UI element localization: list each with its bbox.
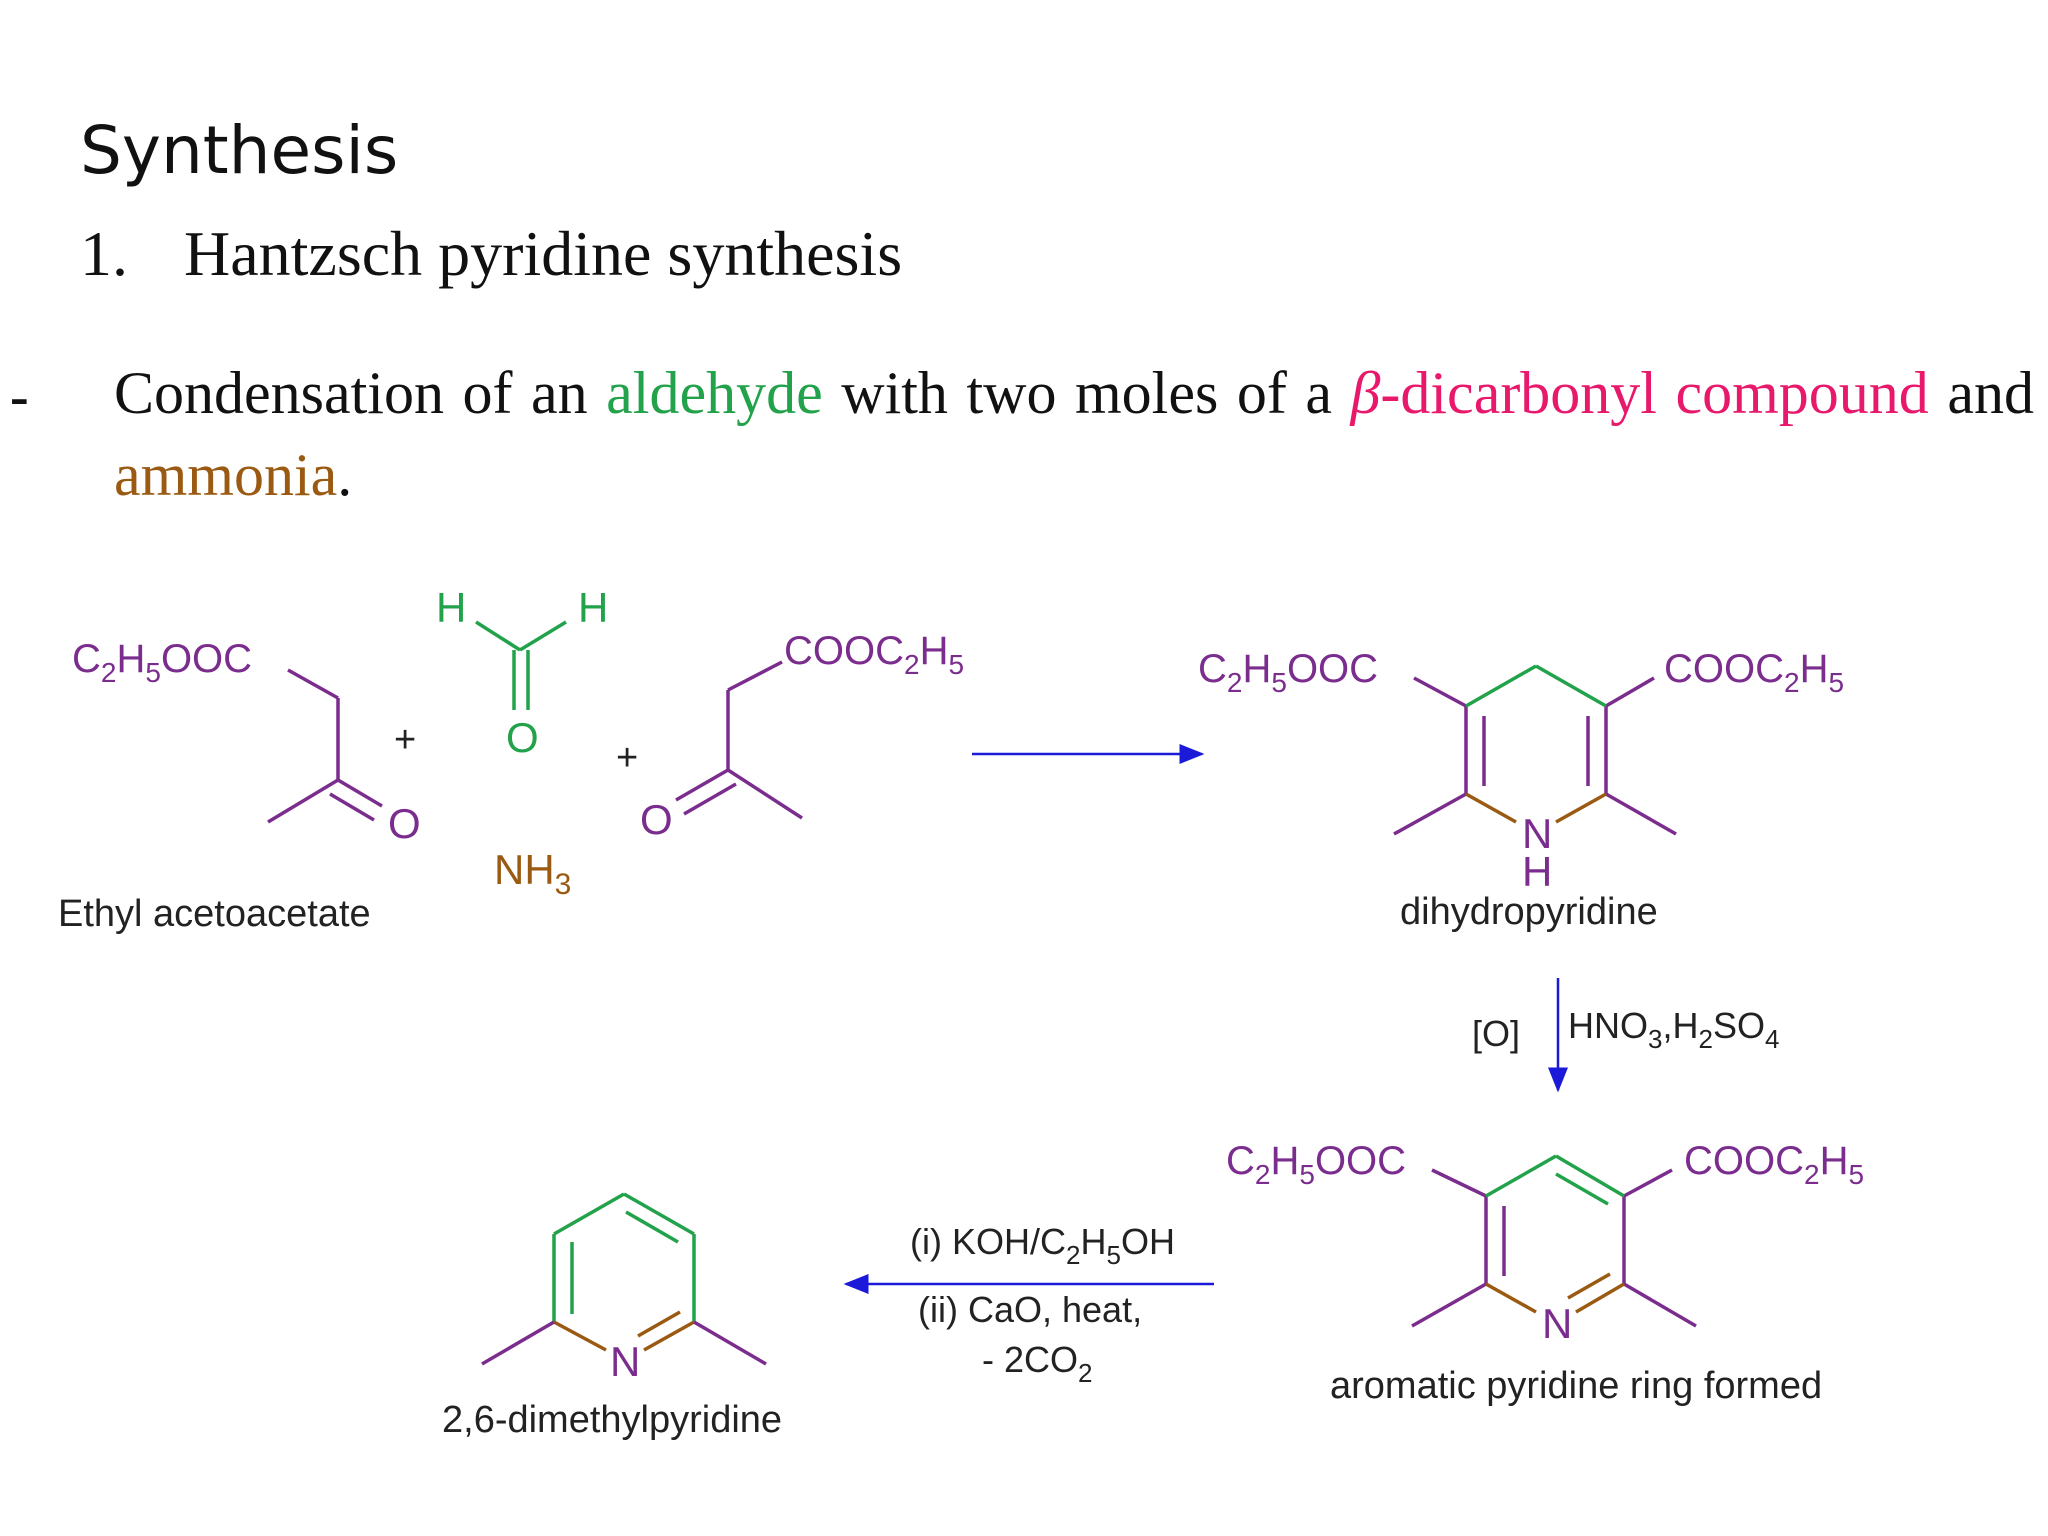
dhp-label: dihydropyridine bbox=[1400, 891, 1658, 933]
aldehyde-oxygen: O bbox=[506, 714, 539, 761]
reactant2-ester-group: COOC2H5 bbox=[784, 629, 964, 680]
aldehyde-h-right: H bbox=[578, 584, 608, 631]
desc-ammonia: ammonia bbox=[114, 442, 338, 508]
arom-brown-bonds bbox=[1485, 1272, 1625, 1314]
reactant-ethyl-acetoacetate: C2H5OOC O Ethyl acetoacetate bbox=[58, 637, 421, 935]
reactant1-bonds bbox=[267, 668, 383, 824]
dhp-nitrogen: N bbox=[1522, 810, 1552, 857]
decarb-step2: (ii) CaO, heat, bbox=[918, 1289, 1142, 1330]
reactant2-oxygen: O bbox=[640, 796, 673, 843]
arom-label: aromatic pyridine ring formed bbox=[1330, 1365, 1822, 1407]
oxidation-reagent: [O] bbox=[1472, 1013, 1520, 1054]
reactant1-oxygen: O bbox=[388, 800, 421, 847]
desc-end: . bbox=[337, 442, 353, 508]
product-dimethylpyridine-structure: N 2,6-dimethylpyridine bbox=[442, 1192, 782, 1441]
oxidation-conditions: HNO3,H2SO4 bbox=[1568, 1005, 1779, 1054]
plus-sign-2: + bbox=[616, 737, 638, 779]
slide-title: Synthesis bbox=[80, 112, 399, 189]
ammonia-formula: NH3 bbox=[494, 846, 571, 901]
product-methyl-bonds bbox=[481, 1320, 767, 1366]
desc-part2: with two moles of a bbox=[822, 360, 1351, 426]
product-nitrogen: N bbox=[610, 1338, 640, 1385]
dhp-right-ester: COOC2H5 bbox=[1664, 647, 1844, 698]
reactant2-bonds bbox=[675, 660, 803, 820]
reactant1-ester-group: C2H5OOC bbox=[72, 637, 252, 688]
desc-beta: β bbox=[1350, 360, 1381, 426]
desc-part3: and bbox=[1928, 360, 2034, 426]
arom-green-bonds bbox=[1485, 1154, 1625, 1206]
subtitle-number: 1. bbox=[80, 218, 128, 289]
arom-purple-bonds bbox=[1411, 1168, 1697, 1328]
dhp-hydrogen: H bbox=[1522, 848, 1552, 895]
decarb-step3: - 2CO2 bbox=[982, 1339, 1092, 1388]
dhp-left-ester: C2H5OOC bbox=[1198, 647, 1378, 698]
reactant-aldehyde: H H O bbox=[436, 584, 608, 761]
aldehyde-bonds bbox=[475, 620, 567, 710]
decarb-step1: (i) KOH/C2H5OH bbox=[910, 1221, 1175, 1270]
dihydropyridine-structure: C2H5OOC COOC2H5 N H dihydr bbox=[1198, 647, 1844, 933]
desc-aldehyde: aldehyde bbox=[606, 360, 823, 426]
bullet-dash: - bbox=[10, 366, 29, 428]
desc-dicarbonyl-text: -dicarbonyl compound bbox=[1380, 360, 1929, 426]
dhp-green-bonds bbox=[1465, 664, 1607, 708]
arom-right-ester: COOC2H5 bbox=[1684, 1139, 1864, 1190]
product-brown-bonds bbox=[553, 1310, 695, 1352]
subtitle-text: Hantzsch pyridine synthesis bbox=[184, 218, 903, 289]
description-paragraph: Condensation of an aldehyde with two mol… bbox=[114, 352, 2034, 516]
aromatic-pyridine-structure: C2H5OOC COOC2H5 N aroma bbox=[1226, 1139, 1864, 1407]
dhp-purple-bonds bbox=[1393, 676, 1677, 836]
plus-sign-1: + bbox=[394, 719, 416, 761]
reactant-ethyl-acetoacetate-2: COOC2H5 O bbox=[640, 629, 964, 843]
desc-part1: Condensation of an bbox=[114, 360, 607, 426]
slide-subtitle: 1.Hantzsch pyridine synthesis bbox=[80, 222, 902, 286]
arom-nitrogen: N bbox=[1542, 1300, 1572, 1347]
product-label: 2,6-dimethylpyridine bbox=[442, 1399, 782, 1441]
dhp-brown-bonds bbox=[1465, 792, 1607, 824]
product-green-bonds bbox=[552, 1192, 696, 1322]
reactant1-label: Ethyl acetoacetate bbox=[58, 893, 371, 935]
arom-left-ester: C2H5OOC bbox=[1226, 1139, 1406, 1190]
desc-dicarbonyl: β-dicarbonyl compound bbox=[1351, 360, 1929, 426]
aldehyde-h-left: H bbox=[436, 584, 466, 631]
